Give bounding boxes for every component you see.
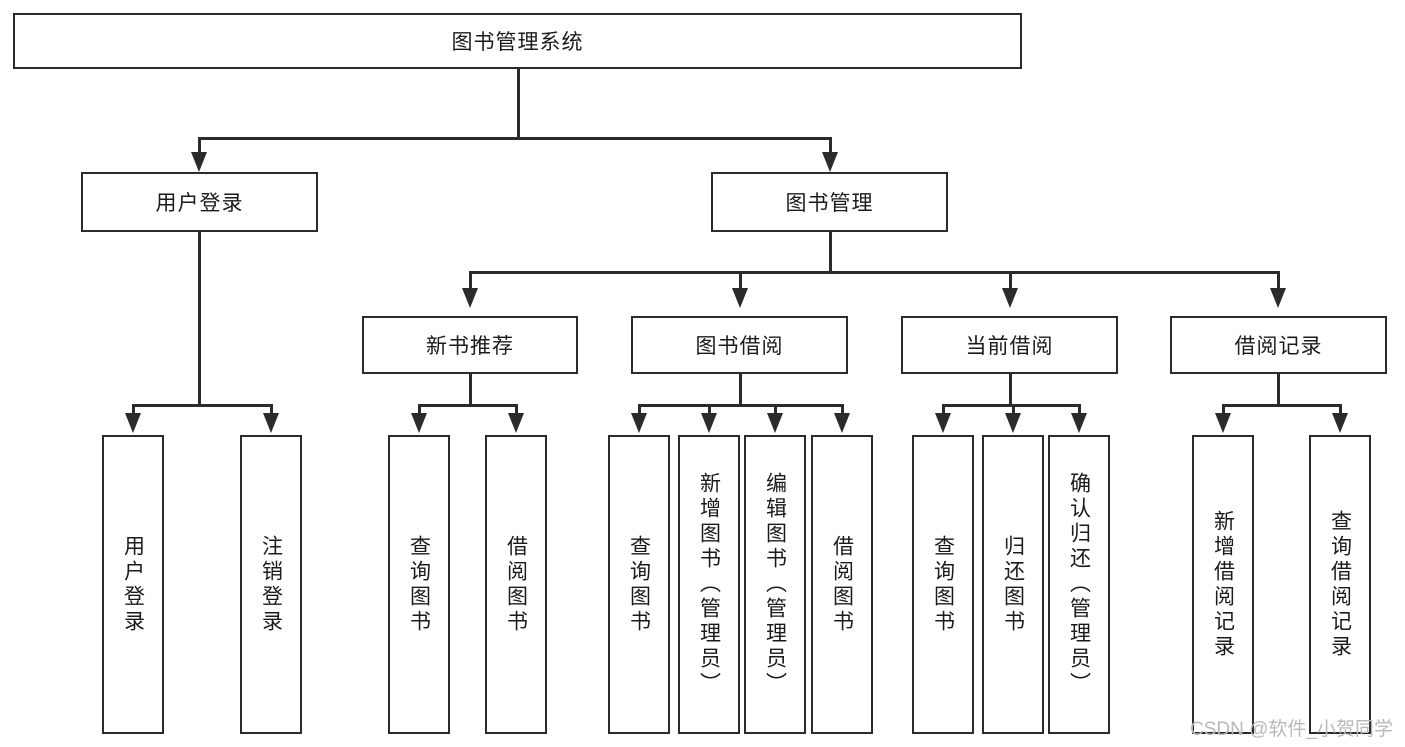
node-leaf-query-record[interactable]: 查询借阅记录 <box>1309 435 1371 734</box>
connector-nbr-drop-1 <box>418 404 421 416</box>
node-book-borrow-label: 图书借阅 <box>695 335 784 358</box>
connector-root-stem <box>517 69 520 139</box>
connector-bb-drop-2 <box>708 404 711 416</box>
arrowhead-user-login <box>191 152 207 172</box>
node-leaf-edit-book[interactable]: 编辑图书（管理员） <box>744 435 806 734</box>
node-new-book-rec-label: 新书推荐 <box>426 335 514 358</box>
arrowhead-leaf-borrow-book-1 <box>508 413 524 433</box>
connector-book-manage-bus <box>469 271 1279 274</box>
node-leaf-query-book-2[interactable]: 查询图书 <box>608 435 670 734</box>
node-leaf-borrow-book-2[interactable]: 借阅图书 <box>811 435 873 734</box>
arrowhead-leaf-edit-book <box>767 413 783 433</box>
node-leaf-user-logout-label: 注销登录 <box>259 534 283 635</box>
connector-br-stem <box>1277 374 1280 405</box>
connector-nbr-stem <box>469 374 472 405</box>
connector-br-drop-2 <box>1339 404 1342 416</box>
node-leaf-add-book[interactable]: 新增图书（管理员） <box>678 435 740 734</box>
arrowhead-leaf-confirm-return <box>1071 413 1087 433</box>
connector-bb-drop-4 <box>841 404 844 416</box>
node-leaf-user-logout[interactable]: 注销登录 <box>240 435 302 734</box>
connector-bb-drop-3 <box>774 404 777 416</box>
arrowhead-new-book-rec <box>462 288 478 308</box>
connector-user-login-bus <box>132 404 271 407</box>
connector-user-login-drop-1 <box>132 404 135 416</box>
node-book-manage-label: 图书管理 <box>785 192 874 215</box>
connector-nbr-bus <box>418 404 516 407</box>
node-leaf-query-book-3[interactable]: 查询图书 <box>912 435 974 734</box>
connector-user-login-stem <box>198 232 201 405</box>
node-leaf-borrow-book-1[interactable]: 借阅图书 <box>485 435 547 734</box>
connector-bm-drop-2 <box>739 271 742 291</box>
node-leaf-edit-book-label: 编辑图书（管理员） <box>763 472 787 697</box>
arrowhead-leaf-query-book-1 <box>411 413 427 433</box>
arrowhead-leaf-query-record <box>1332 413 1348 433</box>
connector-br-bus <box>1222 404 1340 407</box>
arrowhead-leaf-add-book <box>701 413 717 433</box>
node-leaf-borrow-book-2-label: 借阅图书 <box>830 534 854 635</box>
arrowhead-leaf-query-book-2 <box>631 413 647 433</box>
node-leaf-add-record[interactable]: 新增借阅记录 <box>1192 435 1254 734</box>
connector-bb-bus <box>638 404 842 407</box>
node-leaf-confirm-return[interactable]: 确认归还（管理员） <box>1048 435 1110 734</box>
connector-bb-drop-1 <box>638 404 641 416</box>
node-leaf-query-book-1[interactable]: 查询图书 <box>388 435 450 734</box>
node-user-login[interactable]: 用户登录 <box>81 172 318 232</box>
connector-bm-drop-4 <box>1277 271 1280 291</box>
arrowhead-leaf-add-record <box>1215 413 1231 433</box>
arrowhead-leaf-return-book <box>1005 413 1021 433</box>
node-root[interactable]: 图书管理系统 <box>13 13 1022 69</box>
node-leaf-query-record-label: 查询借阅记录 <box>1328 509 1352 660</box>
node-leaf-query-book-2-label: 查询图书 <box>627 534 651 635</box>
node-book-manage[interactable]: 图书管理 <box>711 172 948 232</box>
arrowhead-book-manage <box>822 152 838 172</box>
arrowhead-current-borrow <box>1002 288 1018 308</box>
connector-root-bus <box>199 137 831 140</box>
node-leaf-confirm-return-label: 确认归还（管理员） <box>1067 472 1091 697</box>
connector-cb-bus <box>942 404 1079 407</box>
node-book-borrow[interactable]: 图书借阅 <box>631 316 848 374</box>
connector-bm-drop-1 <box>469 271 472 291</box>
arrowhead-leaf-query-book-3 <box>935 413 951 433</box>
connector-nbr-drop-2 <box>515 404 518 416</box>
connector-bb-stem <box>739 374 742 405</box>
node-user-login-label: 用户登录 <box>155 192 244 215</box>
node-leaf-query-book-3-label: 查询图书 <box>931 534 955 635</box>
node-leaf-user-login[interactable]: 用户登录 <box>102 435 164 734</box>
arrowhead-leaf-user-login <box>125 413 141 433</box>
node-borrow-record-label: 借阅记录 <box>1234 335 1323 358</box>
node-leaf-return-book-label: 归还图书 <box>1001 534 1025 635</box>
connector-user-login-drop-2 <box>270 404 273 416</box>
node-borrow-record[interactable]: 借阅记录 <box>1170 316 1387 374</box>
connector-root-to-user-login <box>198 137 201 157</box>
node-leaf-user-login-label: 用户登录 <box>121 534 145 635</box>
connector-cb-drop-3 <box>1078 404 1081 416</box>
node-leaf-query-book-1-label: 查询图书 <box>407 534 431 635</box>
node-root-label: 图书管理系统 <box>451 31 584 54</box>
arrowhead-book-borrow <box>732 288 748 308</box>
connector-cb-drop-1 <box>942 404 945 416</box>
connector-br-drop-1 <box>1222 404 1225 416</box>
node-current-borrow[interactable]: 当前借阅 <box>901 316 1118 374</box>
arrowhead-leaf-borrow-book-2 <box>834 413 850 433</box>
node-leaf-borrow-book-1-label: 借阅图书 <box>504 534 528 635</box>
node-new-book-rec[interactable]: 新书推荐 <box>362 316 578 374</box>
node-leaf-add-record-label: 新增借阅记录 <box>1211 509 1235 660</box>
arrowhead-leaf-user-logout <box>263 413 279 433</box>
watermark-text: CSDN @软件_小贺同学 <box>1190 719 1393 740</box>
arrowhead-borrow-record <box>1270 288 1286 308</box>
connector-bm-drop-3 <box>1009 271 1012 291</box>
connector-cb-drop-2 <box>1012 404 1015 416</box>
node-leaf-add-book-label: 新增图书（管理员） <box>697 472 721 697</box>
node-current-borrow-label: 当前借阅 <box>965 335 1054 358</box>
connector-cb-stem <box>1009 374 1012 405</box>
connector-book-manage-stem <box>829 232 832 272</box>
connector-root-to-book-manage <box>829 137 832 157</box>
node-leaf-return-book[interactable]: 归还图书 <box>982 435 1044 734</box>
